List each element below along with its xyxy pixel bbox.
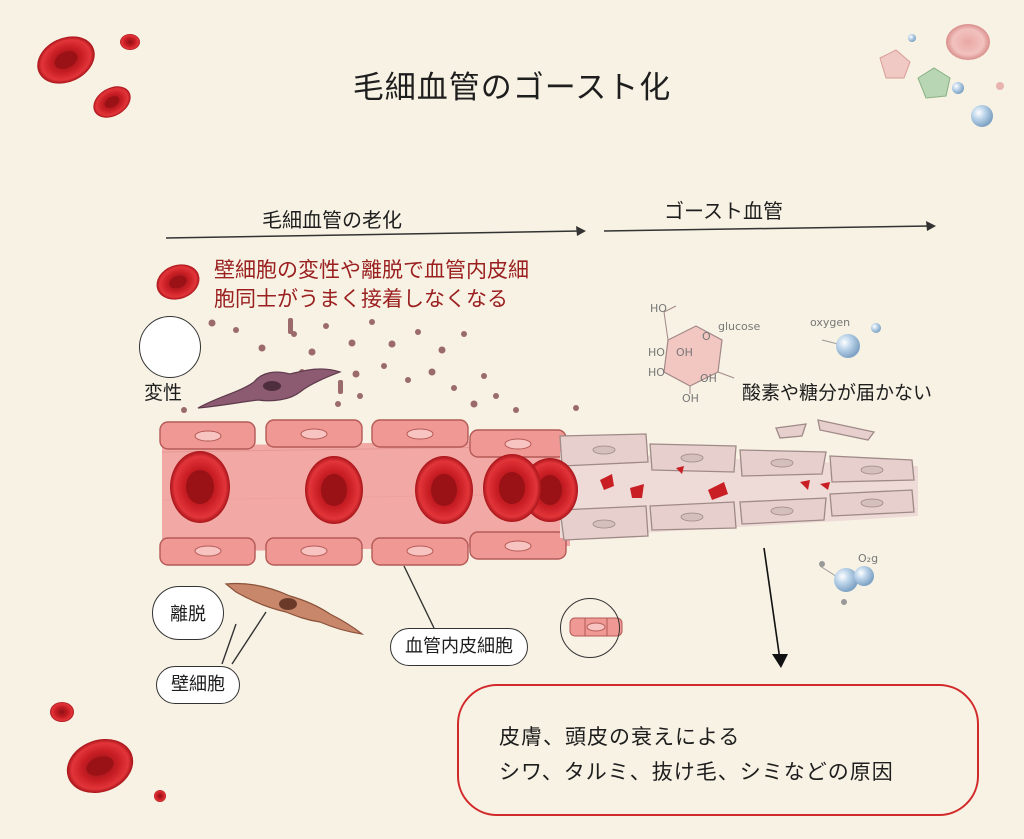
- pericyte-bubble: 壁細胞: [156, 666, 240, 704]
- endothelial-callout: [560, 598, 620, 658]
- decor-red-cell-left: [93, 86, 131, 118]
- degeneration-debris: [181, 318, 579, 413]
- glucose-ho-2: HO: [648, 346, 665, 359]
- decor-red-cell-small-top: [120, 34, 140, 50]
- no-supply-label: 酸素や糖分が届かない: [742, 382, 933, 404]
- glucose-molecule: [663, 305, 735, 394]
- degenerating-pericyte: [197, 368, 342, 409]
- oxygen-molecule: [821, 323, 881, 358]
- glucose-ho-1: HO: [650, 302, 667, 315]
- ghost-vessel: [559, 419, 918, 541]
- glucose-oh-1: OH: [676, 346, 693, 359]
- detached-pericyte: [224, 582, 365, 635]
- decor-red-cell-near-text: [156, 264, 200, 300]
- page-title: 毛細血管のゴースト化: [352, 70, 672, 106]
- o2-molecule: [819, 561, 874, 605]
- result-line-1: 皮膚、頭皮の衰えによる: [499, 725, 741, 749]
- ghost-header: ゴースト血管: [664, 199, 783, 223]
- decor-molecules-top-right: [879, 24, 1004, 127]
- degeneration-label: 変性: [144, 382, 183, 404]
- aging-arrow: [165, 226, 586, 239]
- healthy-vessel: [159, 419, 571, 566]
- result-arrow: [763, 547, 788, 668]
- red-blood-cells: [170, 451, 578, 524]
- o2-label: O₂g: [858, 552, 879, 565]
- decor-red-cell-top-left: [37, 36, 95, 84]
- result-box: 皮膚、頭皮の衰えによる シワ、タルミ、抜け毛、シミなどの原因: [457, 684, 979, 816]
- glucose-oh-3: OH: [700, 372, 717, 385]
- glucose-label: glucose: [718, 320, 761, 333]
- detachment-label: 離脱: [170, 604, 206, 625]
- detachment-bubble: 離脱: [152, 586, 224, 640]
- cause-line-1: 壁細胞の変性や離脱で血管内皮細: [214, 258, 529, 282]
- oxygen-label: oxygen: [810, 316, 851, 329]
- endothelial-bubble: 血管内皮細胞: [390, 628, 528, 666]
- decor-red-cell-bottom-left: [50, 702, 166, 802]
- glucose-ring-o: O: [702, 330, 711, 343]
- aging-header: 毛細血管の老化: [262, 208, 402, 232]
- cause-line-2: 胞同士がうまく接着しなくなる: [214, 287, 508, 311]
- degeneration-callout: [139, 316, 201, 378]
- leader-lines: [221, 565, 435, 665]
- glucose-ho-3: HO: [648, 366, 665, 379]
- result-line-2: シワ、タルミ、抜け毛、シミなどの原因: [499, 760, 894, 784]
- pericyte-label: 壁細胞: [171, 674, 225, 695]
- cause-text: 壁細胞の変性や離脱で血管内皮細 胞同士がうまく接着しなくなる: [214, 256, 529, 314]
- glucose-oh-2: OH: [682, 392, 699, 405]
- endothelial-label: 血管内皮細胞: [405, 636, 513, 657]
- ghost-arrow: [603, 221, 936, 232]
